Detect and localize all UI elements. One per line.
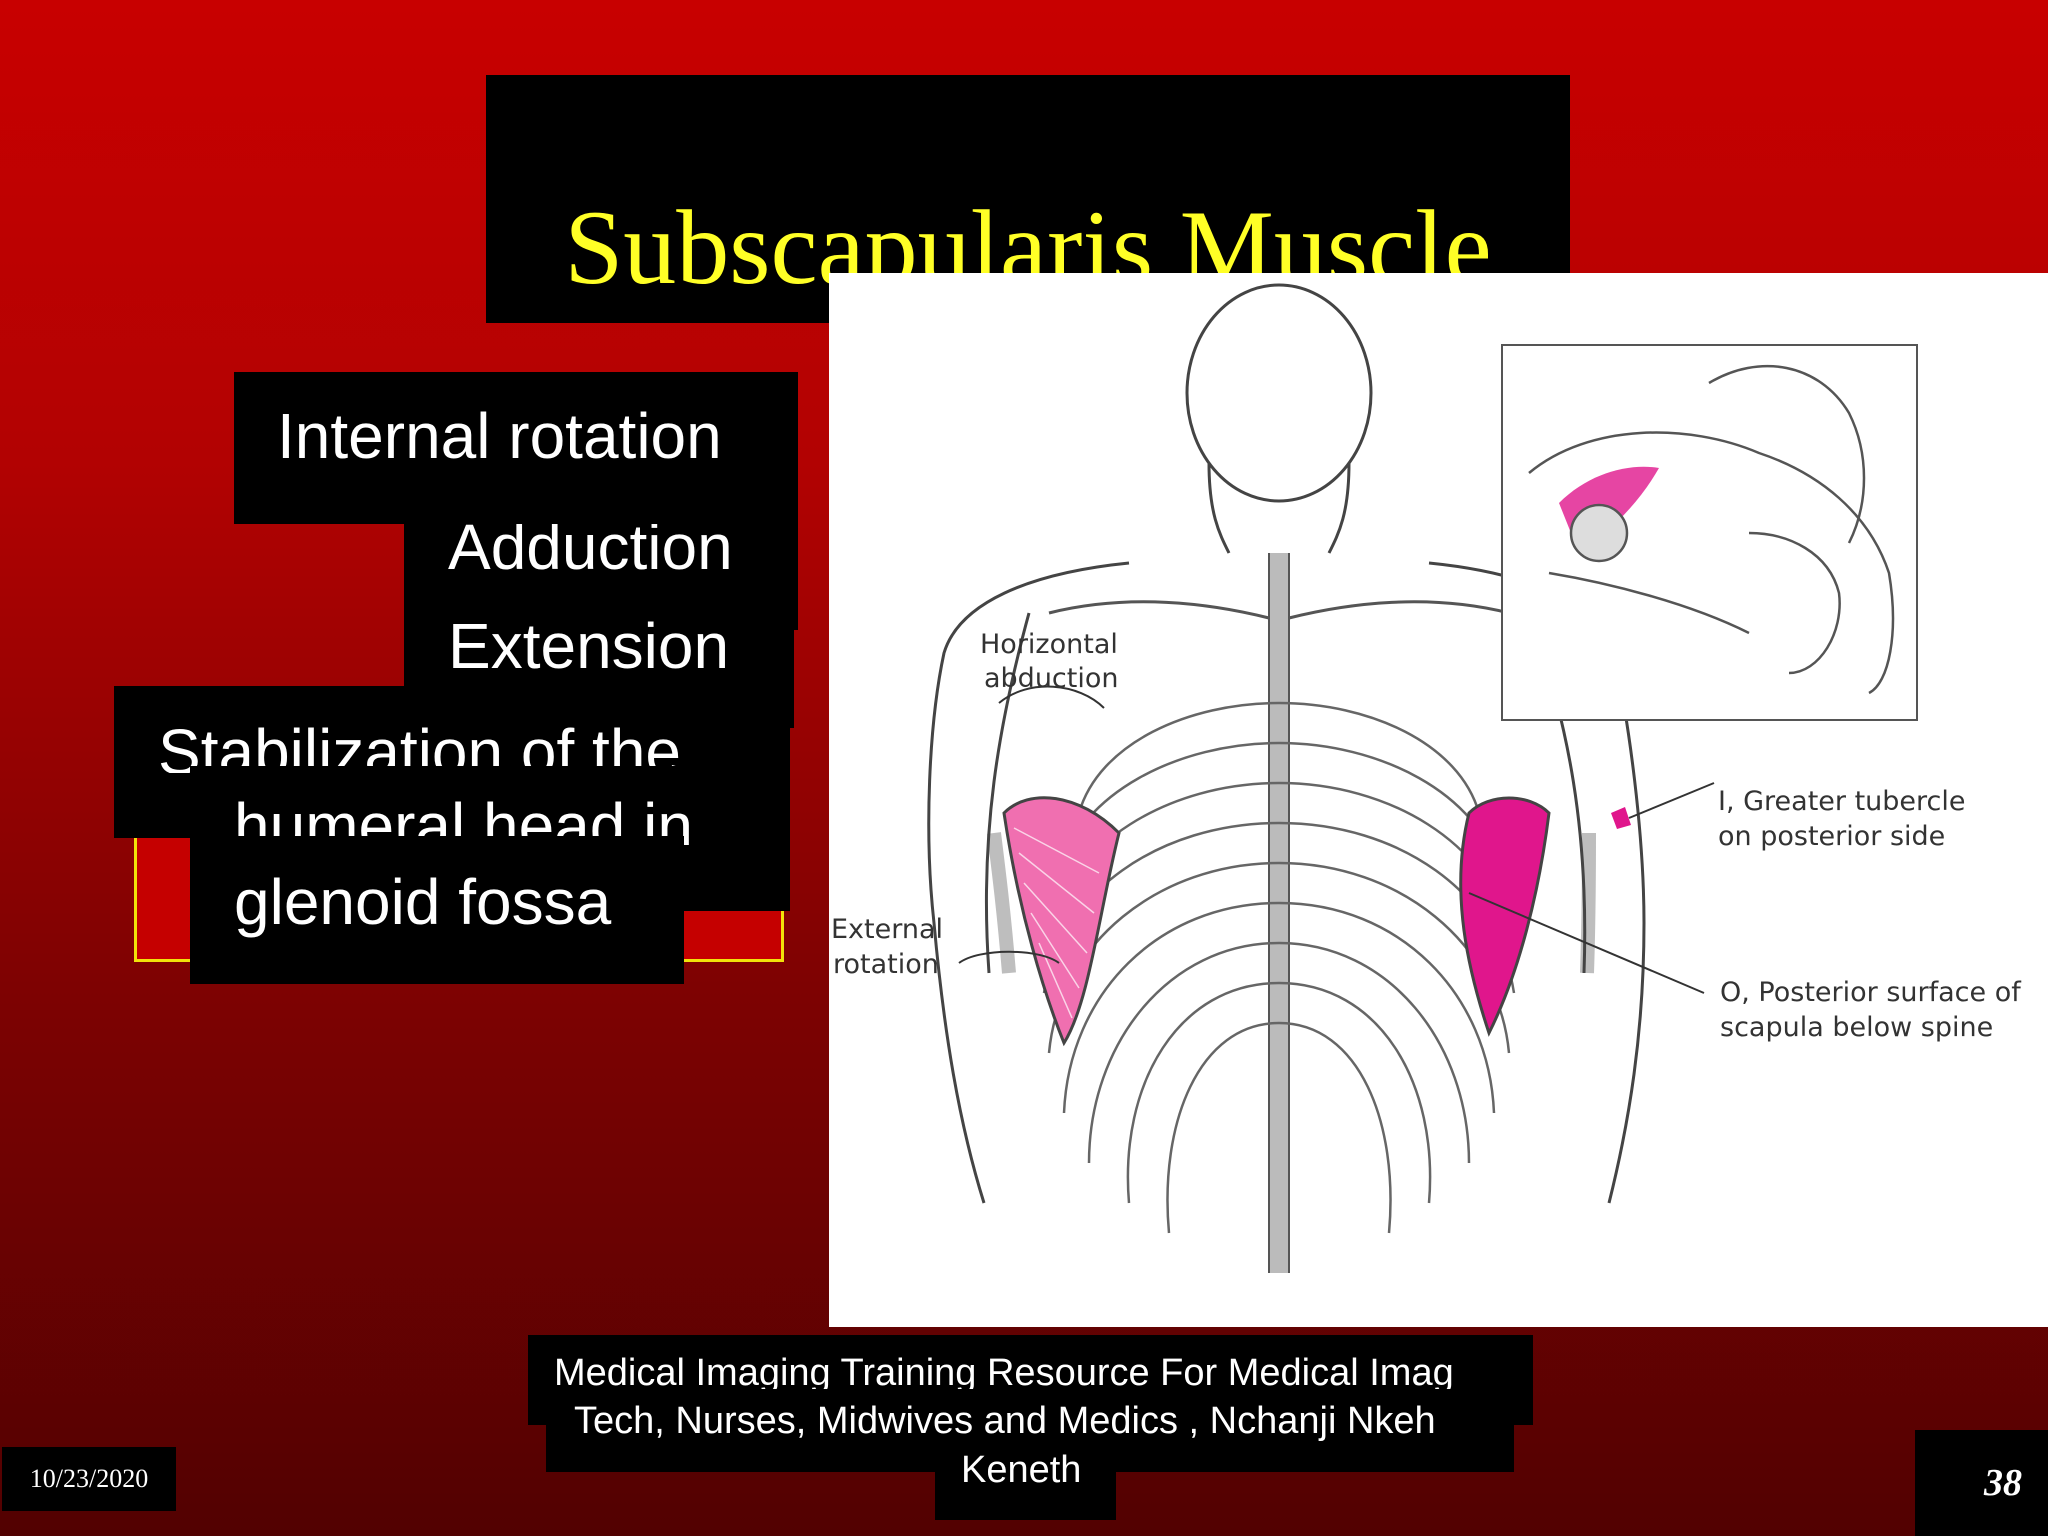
bullet-box-stabilization-3 xyxy=(190,836,684,984)
footer-box-3 xyxy=(935,1438,1116,1520)
footer-line1: Medical Imaging Training Resource For Me… xyxy=(554,1354,1454,1389)
neck-outline xyxy=(1207,462,1351,554)
label-origin-2: scapula below spine xyxy=(1720,1012,1993,1043)
left-humerus xyxy=(987,832,1016,974)
bullet-adduction-clip: Adduction xyxy=(420,524,800,594)
bullet-adduction: Adduction xyxy=(448,524,733,583)
left-arm-outline xyxy=(984,612,1031,974)
left-scapula-muscle xyxy=(1002,796,1121,1047)
bullet-extension: Extension xyxy=(448,610,730,682)
subscapularis-illustration: Horizontal abduction External rotation I… xyxy=(831,283,2022,1273)
greater-tubercle-insertion xyxy=(1611,807,1631,829)
footer-line1-clip: Medical Imaging Training Resource For Me… xyxy=(528,1354,1533,1389)
label-horizontal-1: Horizontal xyxy=(980,629,1118,660)
spine-outline xyxy=(1268,553,1290,1273)
label-horizontal-2: abduction xyxy=(984,663,1119,694)
head-outline xyxy=(1185,283,1373,503)
footer-line3: Keneth xyxy=(961,1449,1082,1491)
inset-shoulder-joint xyxy=(1569,503,1629,563)
bullet-box-adduction xyxy=(404,520,798,630)
shoulder-girdle xyxy=(1048,600,1510,620)
label-origin-1: O, Posterior surface of xyxy=(1720,977,2022,1008)
anatomy-figure: Horizontal abduction External rotation I… xyxy=(829,273,2048,1327)
bullet-box-internal-rotation xyxy=(234,372,798,524)
slide-page-number: 38 xyxy=(1915,1430,2048,1536)
bullet-internal-rotation: Internal rotation xyxy=(277,400,722,472)
bullet-stabilization-line1: Stabilization of the xyxy=(158,720,681,773)
label-insertion-2: on posterior side xyxy=(1718,821,1945,852)
inset-illustration xyxy=(1528,364,1895,695)
label-external-1: External xyxy=(831,914,943,945)
bullet-stabilization-line1-clip: Stabilization of the xyxy=(114,720,790,773)
slide-date: 10/23/2020 xyxy=(2,1447,176,1511)
label-insertion-1: I, Greater tubercle xyxy=(1718,786,1966,817)
label-external-2: rotation xyxy=(833,949,939,980)
footer-line2: Tech, Nurses, Midwives and Medics , Ncha… xyxy=(574,1400,1436,1442)
right-scapula-origin xyxy=(1459,796,1551,1037)
bullet-stabilization-line3: glenoid fossa xyxy=(234,866,612,938)
leader-lines xyxy=(958,685,1715,994)
right-humerus xyxy=(1580,832,1596,974)
